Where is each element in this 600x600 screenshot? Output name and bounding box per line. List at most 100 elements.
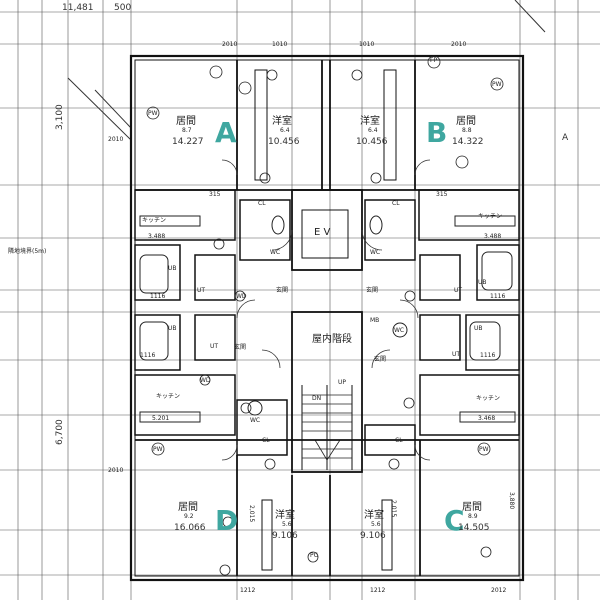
d-western-jo: 5.6 (282, 521, 292, 528)
pw-label-b: PW (492, 81, 502, 88)
dim-bottom-1: 1212 (240, 587, 255, 594)
d-kitchen-area: 5.201 (152, 415, 169, 422)
size-2015-c: 2,015 (390, 500, 397, 517)
stair-label: 屋内階段 (312, 332, 352, 345)
d-kitchen-name: キッチン (156, 393, 180, 400)
fixtures (139, 215, 516, 423)
c-western-jo: 5.6 (371, 521, 381, 528)
size-315-b: 315 (436, 191, 448, 198)
unit-c-label: C (444, 504, 465, 537)
a-living-area: 14.227 (172, 137, 204, 147)
c-kitchen-area: 3.468 (478, 415, 495, 422)
ub-label-b: UB (478, 279, 487, 286)
a-kitchen-name: キッチン (142, 217, 166, 224)
ub-label-c: UB (474, 325, 483, 332)
lower-rooms (135, 439, 519, 576)
a-living-name: 居間 (176, 115, 196, 127)
d-living-jo: 9.2 (184, 513, 194, 520)
dim-right-mark: A (562, 133, 569, 143)
dim-top-mid: 500 (114, 3, 131, 13)
d-western-name: 洋室 (275, 508, 295, 521)
ut-label-b: UT (454, 287, 462, 294)
dn-label: DN (312, 395, 321, 402)
entrance-label-d: 玄関 (234, 343, 246, 351)
dim-side-1: 2010 (108, 136, 123, 143)
size-1116-d: 1116 (140, 352, 155, 359)
dim-bottom-2: 1212 (370, 587, 385, 594)
a-western-jo: 6.4 (280, 127, 290, 134)
b-living-area: 14.322 (452, 137, 484, 147)
b-kitchen-name: キッチン (478, 213, 502, 220)
cl-label-d: CL (262, 437, 270, 444)
dim-side-2: 2010 (108, 467, 123, 474)
b-western-name: 洋室 (360, 114, 380, 127)
b-western-jo: 6.4 (368, 127, 378, 134)
b-western-area: 10.456 (356, 137, 388, 147)
property-line-top (514, 0, 546, 33)
dim-top-door-4: 2010 (451, 41, 466, 48)
c-living-jo: 8.9 (468, 513, 478, 520)
wc-label-c: WC (394, 327, 404, 334)
c-living-area: 14.505 (458, 523, 490, 533)
pw-label-c: PW (479, 446, 489, 453)
cl-label-b: CL (392, 200, 400, 207)
unit-b-label: B (426, 116, 447, 149)
wc-label-b: WC (370, 249, 380, 256)
c-living-name: 居間 (462, 501, 482, 513)
size-1116-a: 1116 (150, 293, 165, 300)
a-kitchen-area: 3.488 (148, 233, 165, 240)
annotation-circles (146, 55, 504, 576)
size-1116-b: 1116 (490, 293, 505, 300)
wd-label-a: WD (236, 293, 247, 300)
ub-label-a: UB (168, 265, 177, 272)
property-line (67, 77, 132, 141)
ub-label-d: UB (168, 325, 177, 332)
service-labels: E V 屋内階段 玄関 玄関 玄関 玄関 WC WC WC WC CL CL C… (140, 57, 515, 559)
wc-label-d: WC (250, 417, 260, 424)
entrance-label-b: 玄関 (366, 286, 378, 294)
dim-top-door-3: 2010 (222, 41, 237, 48)
unit-d-label: D (215, 504, 238, 537)
stair-treads (302, 394, 352, 461)
dim-top-left: 11,481 (62, 3, 94, 13)
entrance-label-c: 玄関 (374, 355, 386, 363)
c-western-area: 9.106 (360, 531, 386, 541)
b-living-jo: 8.8 (462, 127, 472, 134)
size-3880: 3,880 (508, 492, 515, 509)
unit-a-label: A (215, 116, 237, 149)
b-living-name: 居間 (456, 115, 476, 127)
pw-label-d: PW (153, 446, 163, 453)
up-label: UP (338, 379, 346, 386)
c-kitchen-name: キッチン (476, 395, 500, 402)
fp-label: FP (430, 57, 437, 64)
dim-bottom-3: 2012 (491, 587, 506, 594)
dimension-labels: 11,481 500 3,100 6,700 隣地境界(5m) 1010 101… (8, 3, 569, 594)
cl-label-a: CL (258, 200, 266, 207)
service-zones (134, 189, 520, 456)
c-western-name: 洋室 (364, 508, 384, 521)
ut-label-d: UT (210, 343, 218, 350)
room-labels: 居間 8.7 14.227 洋室 6.4 10.456 洋室 6.4 10.45… (142, 114, 502, 541)
b-kitchen-area: 3.488 (484, 233, 501, 240)
d-living-name: 居間 (178, 501, 198, 513)
dim-left-note: 隣地境界(5m) (8, 247, 46, 255)
dim-top-door-1: 1010 (272, 41, 287, 48)
wd-label-d: WD (200, 377, 211, 384)
size-315-a: 315 (209, 191, 221, 198)
d-western-area: 9.106 (272, 531, 298, 541)
dim-top-door-2: 1010 (359, 41, 374, 48)
a-living-jo: 8.7 (182, 127, 192, 134)
a-western-area: 10.456 (268, 137, 300, 147)
dim-left-lower: 6,700 (55, 419, 65, 445)
cl-label-c: CL (395, 437, 403, 444)
pw-label-a: PW (148, 110, 158, 117)
size-2015-d: 2,015 (248, 505, 255, 522)
ut-label-a: UT (197, 287, 205, 294)
size-1116-c: 1116 (480, 352, 495, 359)
mb-label: MB (370, 317, 379, 324)
a-western-name: 洋室 (272, 114, 292, 127)
dim-left-upper: 3,100 (55, 104, 65, 130)
ev-label: E V (314, 227, 330, 238)
entrance-label-a: 玄関 (276, 286, 288, 294)
